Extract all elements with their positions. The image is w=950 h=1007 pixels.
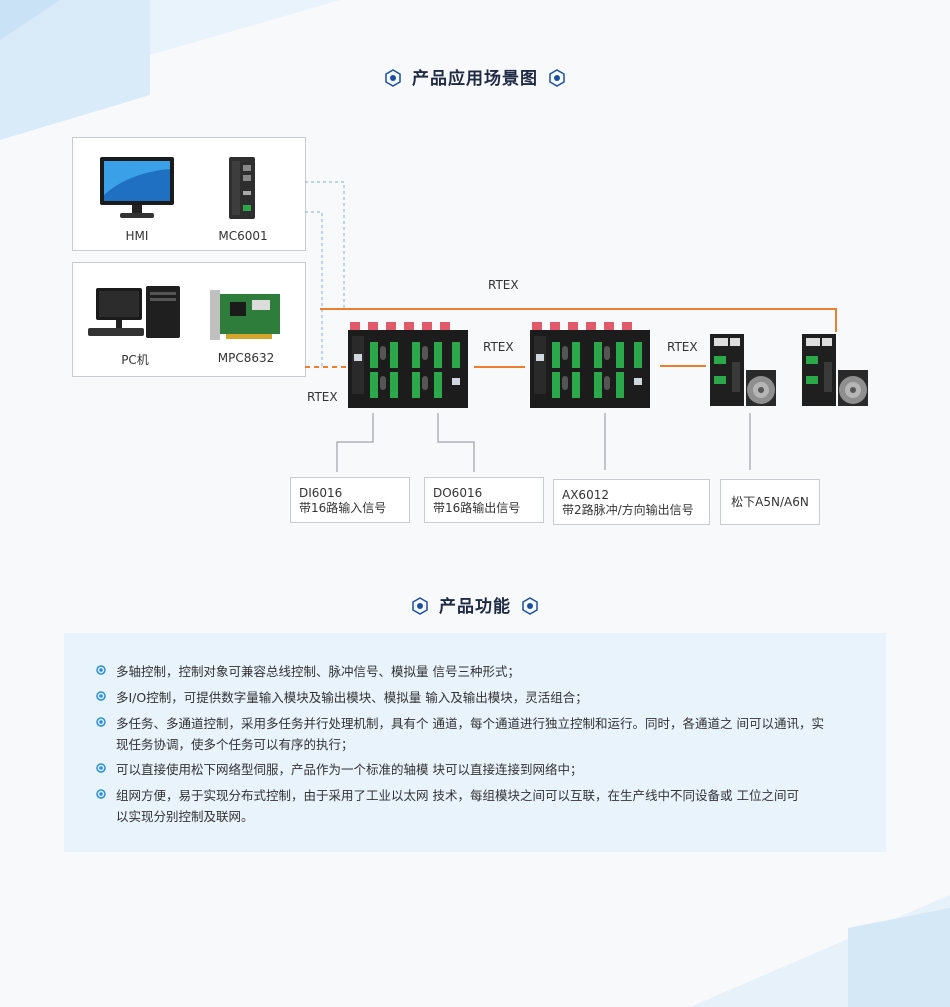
functions-title-text: 产品功能: [439, 597, 511, 617]
hexagon-icon: [548, 69, 566, 87]
bottom-right-decoration: [690, 895, 950, 1007]
module-desc: 带16路输出信号: [433, 501, 521, 515]
module-model: DI6016: [299, 486, 343, 500]
hmi-monitor-image: [100, 157, 174, 218]
connection-lines: [305, 181, 837, 472]
pc-computer-image: [88, 286, 180, 338]
function-text-line1: 多任务、多通道控制，采用多任务并行处理机制，具有个 通道，每个通道进行独立控制和…: [116, 716, 824, 731]
mpc8632-label: MPC8632: [217, 351, 275, 365]
module-desc: 带2路脉冲/方向输出信号: [562, 503, 694, 517]
top-left-decoration: [0, 0, 340, 140]
rtex-label-mid2: RTEX: [667, 340, 698, 354]
module-box-do6016: DO6016 带16路输出信号: [424, 477, 544, 523]
function-item: 组网方便，易于实现分布式控制，由于采用了工业以太网 技术，每组模块之间可以互联，…: [96, 785, 836, 827]
mc6001-device-image: [229, 157, 255, 219]
module-box-di6016: DI6016 带16路输入信号: [290, 477, 410, 523]
function-text-line1: 组网方便，易于实现分布式控制，由于采用了工业以太网 技术，每组模块之间可以互联，…: [116, 788, 799, 803]
rtex-label-top: RTEX: [488, 278, 519, 292]
mpc8632-card-image: [210, 290, 280, 340]
function-text-line1: 多I/O控制，可提供数字量输入模块及输出模块、模拟量 输入及输出模块，灵活组合；: [116, 690, 588, 705]
functions-panel: 多轴控制，控制对象可兼容总线控制、脉冲信号、模拟量 信号三种形式； 多I/O控制…: [64, 633, 886, 852]
bullet-icon: [96, 717, 106, 727]
pc-label: PC机: [121, 353, 149, 367]
functions-title: 产品功能: [0, 592, 950, 617]
scenario-title-text: 产品应用场景图: [412, 69, 538, 89]
io-module-rack-2: [530, 322, 650, 408]
hexagon-icon: [384, 69, 402, 87]
bullet-icon: [96, 763, 106, 773]
rtex-label-left: RTEX: [307, 390, 338, 404]
module-box-servo: 松下A5N/A6N: [720, 479, 820, 525]
bullet-icon: [96, 665, 106, 675]
function-item: 多轴控制，控制对象可兼容总线控制、脉冲信号、模拟量 信号三种形式；: [96, 661, 836, 682]
module-desc: 带16路输入信号: [299, 501, 387, 515]
function-text-line2: 现任务协调，使多个任务可以有序的执行；: [116, 737, 354, 752]
module-model: AX6012: [562, 488, 609, 502]
function-item: 多I/O控制，可提供数字量输入模块及输出模块、模拟量 输入及输出模块，灵活组合；: [96, 687, 836, 708]
servo-drive-motor-2: [802, 334, 868, 406]
function-text-line1: 多轴控制，控制对象可兼容总线控制、脉冲信号、模拟量 信号三种形式；: [116, 664, 520, 679]
function-text-line2: 以实现分别控制及联网。: [116, 809, 254, 824]
servo-drive-motor-1: [710, 334, 776, 406]
function-item: 可以直接使用松下网络型伺服，产品作为一个标准的轴模 块可以直接连接到网络中；: [96, 759, 836, 780]
io-module-rack-1: [348, 322, 468, 408]
module-box-ax6012: AX6012 带2路脉冲/方向输出信号: [553, 479, 710, 525]
mc6001-label: MC6001: [218, 229, 268, 243]
module-model: DO6016: [433, 486, 483, 500]
bullet-icon: [96, 789, 106, 799]
function-item: 多任务、多通道控制，采用多任务并行处理机制，具有个 通道，每个通道进行独立控制和…: [96, 713, 836, 755]
function-text-line1: 可以直接使用松下网络型伺服，产品作为一个标准的轴模 块可以直接连接到网络中；: [116, 762, 583, 777]
bullet-icon: [96, 691, 106, 701]
module-desc: 松下A5N/A6N: [731, 494, 809, 509]
hexagon-icon: [411, 597, 429, 615]
hmi-label: HMI: [125, 229, 149, 243]
hexagon-icon: [521, 597, 539, 615]
rtex-label-mid1: RTEX: [483, 340, 514, 354]
scenario-title: 产品应用场景图: [0, 64, 950, 89]
